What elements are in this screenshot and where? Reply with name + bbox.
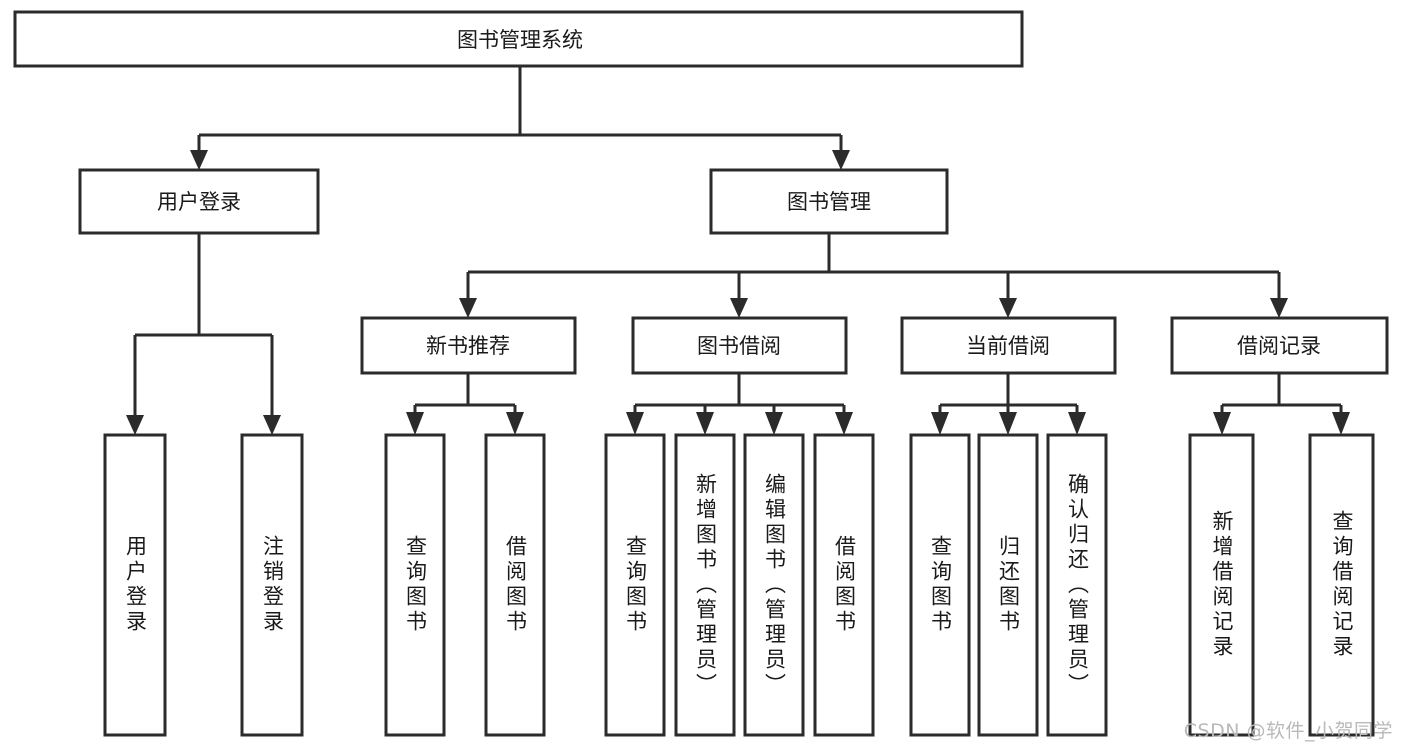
node-borrow-record-label: 借阅记录 [1237, 334, 1321, 358]
arrow-current-borrow-leaf-1 [999, 412, 1017, 435]
connector-layer [126, 66, 1350, 435]
node-leaf-current-borrow-2-box[interactable] [1046, 433, 1108, 737]
node-book-borrow-label: 图书借阅 [697, 334, 781, 358]
node-user-login-box[interactable] [78, 168, 320, 235]
node-root-label: 图书管理系统 [457, 28, 583, 52]
arrow-current-borrow-leaf-0 [931, 412, 949, 435]
node-new-book-recommend-label: 新书推荐 [426, 334, 510, 358]
arrow-book-borrow-leaf-1 [696, 412, 714, 435]
node-book-mgmt-label: 图书管理 [787, 190, 871, 214]
arrow-book-borrow-leaf-0 [626, 412, 644, 435]
node-leaf-book-borrow-3-box[interactable] [813, 433, 875, 737]
node-leaf-borrow-record-0-box[interactable] [1188, 433, 1255, 737]
arrow-root-to-book-mgmt [832, 150, 850, 170]
node-leaf-book-borrow-0-box[interactable] [604, 433, 666, 737]
csdn-watermark: CSDN @软件_小贺同学 [1183, 720, 1393, 742]
arrow-book-mgmt-to-borrow-record [1270, 298, 1288, 318]
node-leaf-current-borrow-0-box[interactable] [909, 433, 971, 737]
arrow-borrow-record-leaf-0 [1213, 412, 1231, 435]
node-leaf-current-borrow-1-box[interactable] [977, 433, 1039, 737]
arrow-book-borrow-leaf-2 [765, 412, 783, 435]
arrow-book-borrow-leaf-3 [835, 412, 853, 435]
arrow-new-book-leaf-0 [406, 412, 424, 435]
node-new-book-recommend-box[interactable] [360, 316, 577, 375]
node-leaf-user-login-0-box[interactable] [103, 433, 167, 737]
arrow-current-borrow-leaf-2 [1068, 412, 1086, 435]
node-current-borrow-box[interactable] [900, 316, 1117, 375]
node-borrow-record-box[interactable] [1170, 316, 1389, 375]
arrow-root-to-user-login [190, 150, 208, 170]
node-leaf-borrow-record-1-box[interactable] [1308, 433, 1375, 737]
node-leaf-book-borrow-1-box[interactable] [674, 433, 736, 737]
arrow-borrow-record-leaf-1 [1332, 412, 1350, 435]
arrow-book-mgmt-to-new-book [459, 298, 477, 318]
node-book-mgmt-box[interactable] [709, 168, 949, 235]
node-leaf-book-borrow-2-box[interactable] [743, 433, 805, 737]
arrow-new-book-leaf-1 [506, 412, 524, 435]
arrow-user-login-leaf-1 [263, 415, 281, 435]
node-root-box[interactable] [13, 10, 1024, 68]
arrow-book-mgmt-to-current-borrow [999, 298, 1017, 318]
arrow-book-mgmt-to-book-borrow [730, 298, 748, 318]
node-current-borrow-label: 当前借阅 [966, 334, 1050, 358]
node-user-login-label: 用户登录 [157, 190, 241, 214]
node-book-borrow-box[interactable] [631, 316, 848, 375]
node-layer: 图书管理系统 用户登录 图书管理 新书推荐 图书借阅 当前借阅 借阅记录 [13, 10, 1389, 737]
arrow-user-login-leaf-0 [126, 415, 144, 435]
node-leaf-new-book-1-box[interactable] [484, 433, 546, 737]
node-leaf-user-login-1-box[interactable] [240, 433, 304, 737]
node-leaf-new-book-0-box[interactable] [384, 433, 446, 737]
